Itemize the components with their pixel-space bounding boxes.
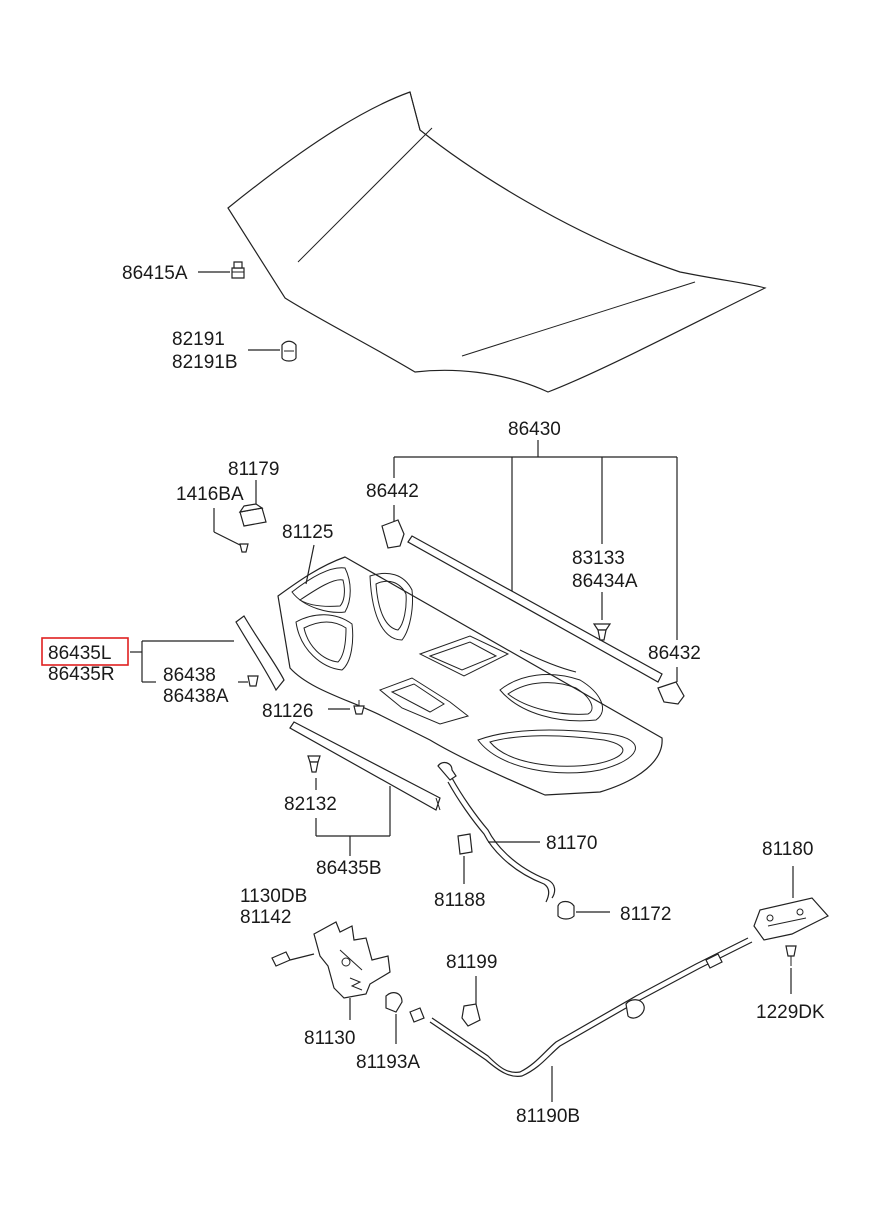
hood-insulator-81125[interactable] <box>277 556 663 796</box>
label-81170[interactable]: 81170 <box>546 833 597 854</box>
hood-bumper-86415A[interactable] <box>231 261 245 279</box>
fastener-83133[interactable] <box>592 623 612 641</box>
label-86442[interactable]: 86442 <box>366 481 419 502</box>
label-86435R[interactable]: 86435R <box>48 664 115 685</box>
clip-81199[interactable] <box>461 1003 481 1027</box>
label-81179[interactable]: 81179 <box>228 459 279 480</box>
hood-stopper-82191[interactable] <box>281 340 297 362</box>
screw-1229DK[interactable] <box>785 945 797 966</box>
clip-81179[interactable] <box>238 503 267 527</box>
label-86435L[interactable]: 86435L <box>48 643 111 664</box>
hood-panel <box>227 91 767 393</box>
label-81142[interactable]: 81142 <box>240 907 291 928</box>
part-labels: 86415A 82191 82191B 86430 81179 1416BA 8… <box>48 263 825 1127</box>
grommet-81126[interactable] <box>353 700 365 715</box>
side-molding-86435L[interactable] <box>235 615 285 692</box>
label-86438[interactable]: 86438 <box>163 665 216 686</box>
release-cable-81190B[interactable] <box>409 937 753 1077</box>
label-81190B[interactable]: 81190B <box>516 1106 580 1127</box>
seal-strip-86435B[interactable] <box>289 721 441 811</box>
label-81172[interactable]: 81172 <box>620 904 671 925</box>
label-81199[interactable]: 81199 <box>446 952 497 973</box>
seal-strip-86430[interactable] <box>407 535 663 683</box>
label-81125[interactable]: 81125 <box>282 522 333 543</box>
label-81126[interactable]: 81126 <box>262 701 313 722</box>
hood-latch-81130[interactable] <box>313 921 391 999</box>
grommet-81172[interactable] <box>557 900 575 920</box>
label-86434A[interactable]: 86434A <box>572 571 638 592</box>
label-81180[interactable]: 81180 <box>762 839 813 860</box>
clip-86438[interactable] <box>247 675 259 687</box>
fastener-82132[interactable] <box>307 755 321 773</box>
label-1229DK[interactable]: 1229DK <box>756 1002 825 1023</box>
release-handle-81180[interactable] <box>753 897 829 941</box>
label-1416BA[interactable]: 1416BA <box>176 484 244 505</box>
clip-86432[interactable] <box>657 681 685 705</box>
highlight-box <box>41 637 129 666</box>
clip-86442[interactable] <box>381 519 405 549</box>
bolt-81142[interactable] <box>271 951 291 967</box>
clip-81193A[interactable] <box>385 992 403 1013</box>
label-86435B[interactable]: 86435B <box>316 858 382 879</box>
label-1130DB[interactable]: 1130DB <box>240 886 307 907</box>
screw-1416BA[interactable] <box>239 543 249 553</box>
leader-86435 <box>130 640 234 683</box>
clip-81188[interactable] <box>457 833 473 855</box>
label-83133[interactable]: 83133 <box>572 548 625 569</box>
label-81193A[interactable]: 81193A <box>356 1052 420 1073</box>
leader-86430 <box>393 440 678 682</box>
label-86432[interactable]: 86432 <box>648 643 701 664</box>
label-86415A[interactable]: 86415A <box>122 263 188 284</box>
label-82191[interactable]: 82191 <box>172 329 225 350</box>
hood-stay-rod-81170[interactable] <box>437 761 556 903</box>
leader-86435B <box>315 778 391 856</box>
label-82132[interactable]: 82132 <box>284 794 337 815</box>
label-81188[interactable]: 81188 <box>434 890 485 911</box>
label-86430[interactable]: 86430 <box>508 419 561 440</box>
label-86438A[interactable]: 86438A <box>163 686 229 707</box>
label-82191B[interactable]: 82191B <box>172 352 238 373</box>
label-81130[interactable]: 81130 <box>304 1028 355 1049</box>
